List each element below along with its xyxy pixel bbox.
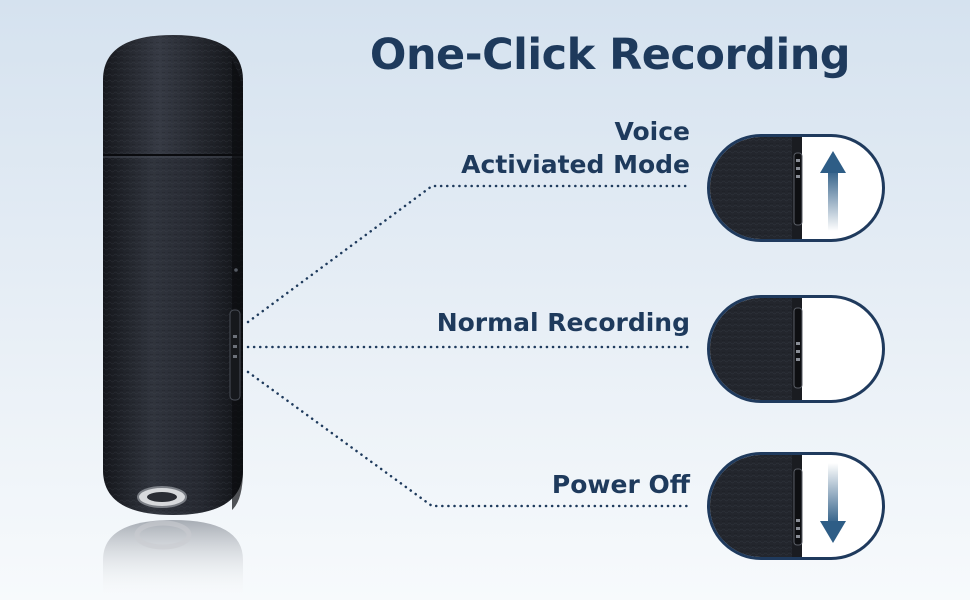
switch-detail-normal [707,295,885,403]
device-reflection [103,520,243,600]
keyring-reflection [134,520,192,550]
mic-hole [234,268,238,272]
label-normal-recording: Normal Recording [436,308,690,337]
label-voice-line1: Voice [614,117,690,146]
connector-voice [246,184,690,324]
page-title: One-Click Recording [369,30,851,80]
label-voice-line2: Activiated Mode [461,150,690,179]
switch-detail-power-off [707,452,885,560]
label-power-off: Power Off [551,470,690,499]
switch-detail-voice [707,134,885,242]
arrow-down-icon [820,463,846,543]
label-voice-activated-mode: Voice Activiated Mode [461,115,690,181]
arrow-up-icon [820,151,846,231]
